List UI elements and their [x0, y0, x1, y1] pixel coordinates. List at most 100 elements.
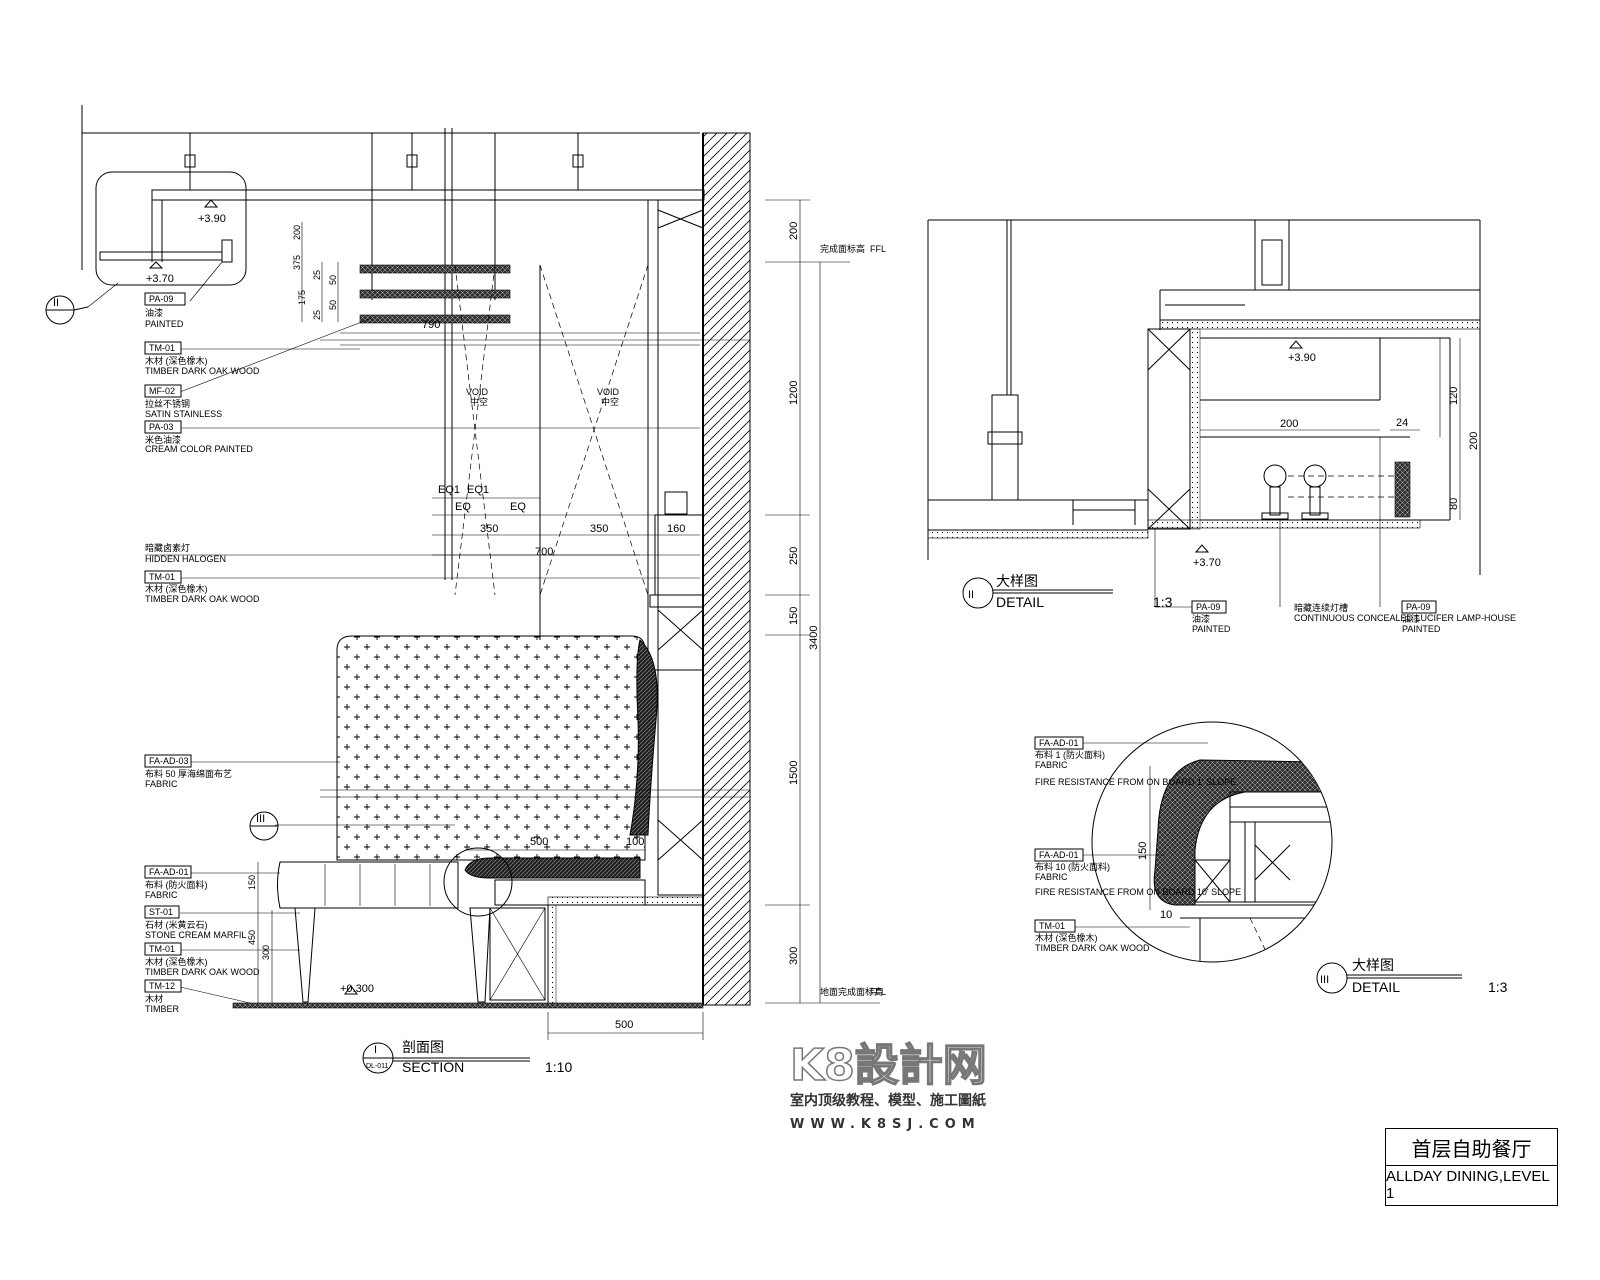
callout-st-01: ST-01 石材 (米黄云石) STONE CREAM MARFIL: [144, 905, 246, 940]
svg-text:FABRIC: FABRIC: [145, 890, 178, 900]
svg-text:FIRE RESISTANCE FROM ON BOARD: FIRE RESISTANCE FROM ON BOARD 10' SLOPE: [1035, 887, 1241, 897]
svg-text:木材 (深色橡木): 木材 (深色橡木): [145, 583, 208, 594]
dim-v-150-left: 150: [247, 875, 257, 890]
seat-leg-front: [294, 907, 316, 1003]
eq1-label-a: EQ1: [438, 484, 460, 496]
detail2-scale: 1:3: [1153, 594, 1173, 610]
svg-text:木材 (深色橡木): 木材 (深色橡木): [1035, 932, 1098, 943]
svg-text:油漆: 油漆: [1402, 613, 1420, 624]
section-title-cn: 剖面图: [402, 1039, 444, 1055]
dim-v-1200: 1200: [788, 381, 800, 405]
ffl-top: FFL: [870, 244, 886, 254]
svg-text:布料 1 (防火面料): 布料 1 (防火面料): [1035, 749, 1105, 760]
level-ceiling-bottom: +3.70: [146, 273, 174, 285]
section-title-en: SECTION: [402, 1059, 464, 1075]
ffl-bottom: FFL: [870, 987, 886, 997]
detail2-title-cn: 大样图: [996, 573, 1038, 589]
svg-text:II: II: [53, 297, 59, 309]
section-scale: 1:10: [545, 1059, 572, 1075]
callout-fa-ad-03: FA-AD-03 布料 50 厚海绵面布艺 FABRIC: [144, 754, 232, 789]
callout-tm-01-top: TM-01 木材 (深色橡木) TIMBER DARK OAK WOOD: [144, 341, 260, 376]
svg-text:STONE CREAM MARFIL: STONE CREAM MARFIL: [145, 930, 246, 940]
section-title-block: I DL-011 剖面图 SECTION 1:10: [362, 1039, 572, 1075]
svg-text:木材 (深色橡木): 木材 (深色橡木): [145, 355, 208, 366]
level-ceiling-top: +3.90: [198, 213, 226, 225]
detail3-title-en: DETAIL: [1352, 979, 1400, 995]
detail-ref-iii: III: [249, 811, 279, 841]
dim-v-450: 450: [247, 930, 257, 945]
detail2-dim-80: 80: [1448, 498, 1460, 510]
ffl-bottom-note: 地面完成面标高: [820, 986, 883, 997]
void-label-left-cn: 中空: [470, 396, 488, 407]
callout-pa-03: PA-03 米色油漆 CREAM COLOR PAINTED: [144, 420, 253, 454]
void-label-left: VOID: [466, 387, 489, 397]
dim-v-1500: 1500: [788, 761, 800, 785]
svg-text:TM-01: TM-01: [149, 343, 175, 353]
svg-text:TM-01: TM-01: [149, 572, 175, 582]
detail2-callout-pa-09-a: PA-09 油漆 PAINTED: [1191, 600, 1231, 634]
detail3-callout-tm-01: TM-01 木材 (深色橡木) TIMBER DARK OAK WOOD: [1034, 919, 1150, 953]
svg-text:TIMBER DARK OAK WOOD: TIMBER DARK OAK WOOD: [145, 366, 260, 376]
dim-350-b: 350: [590, 523, 608, 535]
ffl-top-note: 完成面标高: [820, 243, 865, 254]
svg-text:PA-03: PA-03: [149, 422, 173, 432]
detail3-dim-10: 10: [1160, 909, 1172, 921]
detail-ii-cloud: [95, 171, 247, 286]
detail2-title: II 大样图 DETAIL 1:3: [962, 573, 1173, 610]
svg-text:拉丝不锈钢: 拉丝不锈钢: [145, 398, 190, 409]
floor-finish: [232, 1002, 704, 1009]
seat-cushion: [277, 861, 459, 909]
dim-500-bottom: 500: [615, 1019, 633, 1031]
svg-text:PAINTED: PAINTED: [1192, 624, 1231, 634]
dim-v-175: 175: [297, 290, 307, 305]
title-block: 首层自助餐厅 ALLDAY DINING,LEVEL 1: [1385, 1128, 1558, 1206]
detail2-level-bottom: +3.70: [1193, 557, 1221, 569]
svg-text:PA-09: PA-09: [1196, 602, 1220, 612]
svg-text:布料 50 厚海绵面布艺: 布料 50 厚海绵面布艺: [145, 768, 232, 779]
watermark-logo: K8設計网 室内顶级教程、模型、施工圖紙 WWW.K8SJ.COM: [789, 1039, 987, 1132]
section-sheet-ref: DL-011: [366, 1063, 389, 1070]
watermark-subtitle: 室内顶级教程、模型、施工圖紙: [790, 1092, 986, 1109]
detail2-dim-120: 120: [1448, 387, 1460, 405]
detail-2: +3.90 +3.70 200 24 120 200 80 PA-09 油漆 P…: [927, 219, 1516, 634]
dim-v-250: 250: [788, 547, 800, 565]
dim-v-50-a: 50: [328, 275, 338, 285]
void-label: VOID: [597, 387, 620, 397]
svg-text:TIMBER DARK OAK WOOD: TIMBER DARK OAK WOOD: [145, 967, 260, 977]
detail2-dim-200: 200: [1280, 418, 1298, 430]
back-cushion-section: [629, 639, 658, 836]
left-bottom-dims: 150 450 300: [247, 862, 273, 1003]
leader-lines: [87, 261, 700, 1004]
detail3-callout-fa-ad-01-b: FA-AD-01 布料 10 (防火面料) FABRIC FIRE RESIST…: [1034, 848, 1241, 897]
svg-text:石材 (米黄云石): 石材 (米黄云石): [145, 919, 208, 930]
svg-text:FABRIC: FABRIC: [145, 779, 178, 789]
svg-text:FIRE RESISTANCE FROM ON BOARD: FIRE RESISTANCE FROM ON BOARD 1' SLOPE: [1035, 777, 1236, 787]
detail2-title-en: DETAIL: [996, 594, 1044, 610]
detail3-title-cn: 大样图: [1352, 957, 1394, 973]
svg-text:油漆: 油漆: [145, 307, 163, 318]
svg-text:CONTINUOUS CONCEALED LUCIFER L: CONTINUOUS CONCEALED LUCIFER LAMP-HOUSE: [1294, 613, 1516, 623]
svg-text:TM-01: TM-01: [149, 944, 175, 954]
structural-wall: [702, 132, 751, 1006]
detail-3: 150 10 FA-AD-01 布料 1 (防火面料) FABRIC FIRE …: [1034, 721, 1508, 995]
svg-text:油漆: 油漆: [1192, 613, 1210, 624]
svg-text:FA-AD-01: FA-AD-01: [1039, 850, 1079, 860]
dim-v-200: 200: [788, 222, 800, 240]
section-main: VOID 中空 VOID 中空 EQ1 EQ1 EQ EQ 350 350 16…: [45, 105, 886, 1075]
svg-text:SATIN STAINLESS: SATIN STAINLESS: [145, 409, 222, 419]
detail-iii-cloud: [443, 847, 513, 917]
dim-v-300-left: 300: [261, 945, 271, 960]
dim-v-150: 150: [788, 607, 800, 625]
dim-v-300: 300: [788, 947, 800, 965]
detail3-marker: III: [1320, 974, 1329, 986]
svg-text:FA-AD-03: FA-AD-03: [149, 756, 189, 766]
svg-text:木材 (深色橡木): 木材 (深色橡木): [145, 956, 208, 967]
svg-text:暗藏连续灯槽: 暗藏连续灯槽: [1294, 602, 1348, 613]
seat-leg-back: [469, 907, 491, 1003]
eq1-label-b: EQ1: [467, 484, 489, 496]
eq-label-b: EQ: [510, 501, 526, 513]
stone-base: [547, 904, 704, 1006]
detail2-level-top: +3.90: [1288, 352, 1316, 364]
svg-text:FA-AD-01: FA-AD-01: [1039, 738, 1079, 748]
svg-text:TIMBER DARK OAK WOOD: TIMBER DARK OAK WOOD: [1035, 943, 1150, 953]
